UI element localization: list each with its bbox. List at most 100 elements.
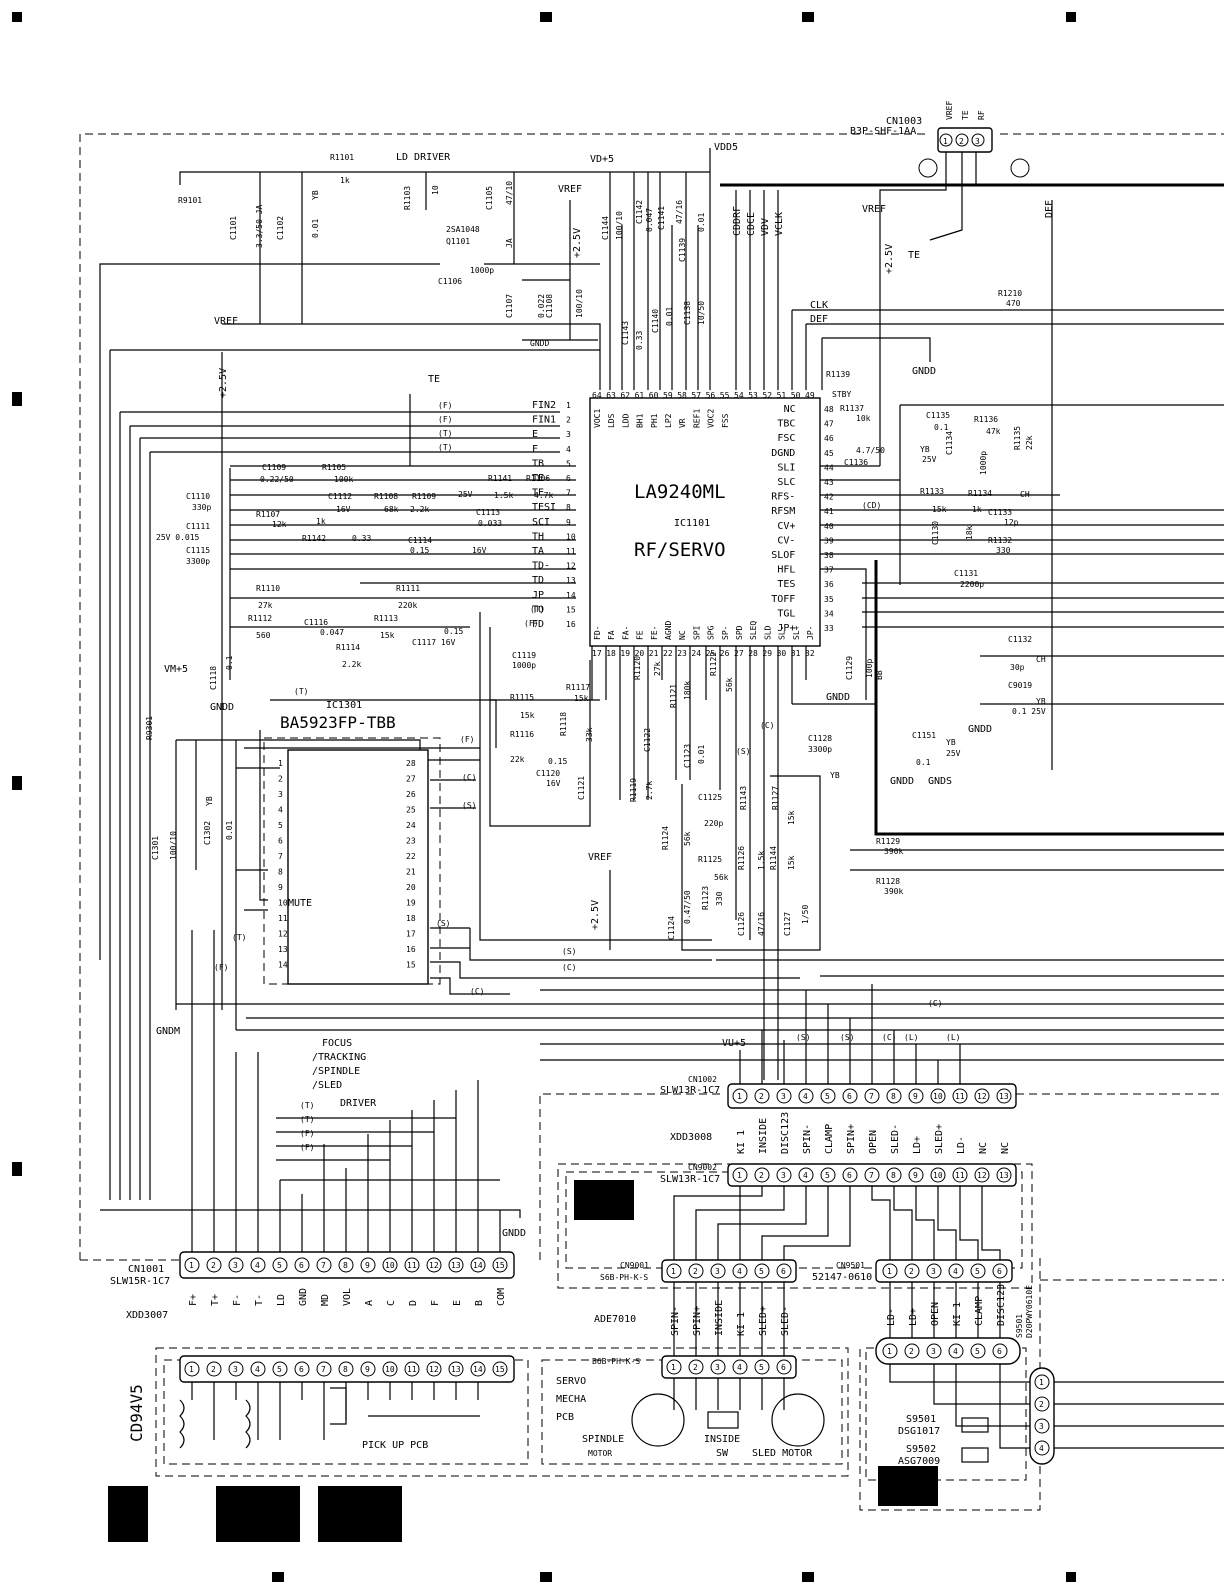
pickup-connector-pin [426, 1361, 442, 1377]
ic-pin-name: SLC [777, 477, 795, 488]
cn9001-pin [688, 1263, 704, 1279]
component-label: C1108 [545, 294, 554, 318]
s9501-part: D20PWY0610E [1025, 1285, 1034, 1338]
cn1001-pin-number: 10 [385, 1261, 395, 1270]
cn1002-pin [930, 1088, 946, 1104]
component-label: JA [505, 238, 514, 248]
cn1002-pin-number: 5 [825, 1092, 830, 1101]
ic-pin-number: 23 [677, 649, 687, 658]
component-label: 12p [1004, 518, 1019, 527]
pickup-connector-pin [470, 1361, 486, 1377]
cn1001-pin-number: 7 [321, 1261, 326, 1270]
ic-pin-number: 15 [566, 605, 576, 614]
s9501-pin [882, 1343, 898, 1359]
component-label: YB [311, 190, 320, 200]
pickup-connector-pin [404, 1361, 420, 1377]
cn1001-signal: A [364, 1300, 375, 1306]
sig-tag: (S) [840, 1033, 854, 1042]
driver-pin-number: 19 [406, 899, 416, 908]
component-label: R1123 [701, 886, 710, 910]
driver-pin-number: 13 [278, 945, 288, 954]
component-label: R1118 [559, 712, 568, 736]
ic-pin-number: 20 [635, 649, 645, 658]
cn1003-signal: RF [977, 110, 986, 120]
ic-pin-number: 45 [824, 449, 834, 458]
ic-pin-name: BH1 [636, 413, 645, 428]
component-label: C1118 [209, 666, 218, 690]
component-label: C1142 [635, 200, 644, 224]
component-label: 18k [965, 525, 974, 540]
desc-tracking: /TRACKING [312, 1052, 366, 1063]
ic-pin-name: SLD [763, 625, 772, 640]
servo-connector-pin [710, 1359, 726, 1375]
cn1002-pin-number: 3 [781, 1092, 786, 1101]
driver-pin-number: 22 [406, 852, 416, 861]
sig-tag: (F) [300, 1143, 314, 1152]
component-label: 0.33 [635, 331, 644, 350]
switch-s1-part: DSG1017 [898, 1426, 940, 1437]
rail-labels: VD+5 VDD5 LD DRIVER VREF VREF VREF VREF … [156, 142, 1055, 1239]
ic-pin-number: 21 [649, 649, 659, 658]
component-label: R1110 [256, 584, 280, 593]
pickup-connector-pin-number: 11 [407, 1365, 417, 1374]
sig-tag: (T) [294, 687, 308, 696]
bus-label: CDCE [746, 212, 757, 236]
pickup-connector-pin-number: 12 [429, 1365, 439, 1374]
component-label: R1125 [698, 855, 722, 864]
cn9501-signal: LD- [886, 1308, 897, 1326]
component-label: 15k [380, 631, 395, 640]
ic-part-number: LA9240ML [634, 481, 726, 503]
ic-pin-number: 12 [566, 562, 576, 571]
ic-pin-name: SPD [735, 625, 744, 640]
b6b-label: B6B-PH-K-S [592, 1357, 640, 1366]
component-label: 10k [856, 414, 871, 423]
sig-tag: (T) [300, 1115, 314, 1124]
pickup-connector-pin [382, 1361, 398, 1377]
ic-pin-name: TE [532, 488, 544, 499]
ic-pin-name: TBC [777, 419, 795, 430]
driver-pin-number: 2 [278, 775, 283, 784]
cn9001-pin-number: 4 [737, 1267, 742, 1276]
driver-ic-part: BA5923FP-TBB [280, 713, 396, 732]
switch-s2: S9502 [906, 1444, 936, 1455]
servo-connector-pin [666, 1359, 682, 1375]
component-label: 47/10 [505, 181, 514, 205]
cn9001-pin [666, 1263, 682, 1279]
desc-spindle: /SPINDLE [312, 1066, 360, 1077]
cn1001-pin-number: 15 [495, 1261, 505, 1270]
cn9002-pin-number: 10 [933, 1171, 943, 1180]
component-label: 0.1 [934, 423, 949, 432]
s9501-side-pin [1034, 1396, 1050, 1412]
driver-pin-number: 8 [278, 868, 283, 877]
driver-pin-number: 11 [278, 914, 288, 923]
component-label: 100/10 [169, 831, 178, 860]
component-label: 0.1 [225, 655, 234, 670]
driver-pin-number: 28 [406, 759, 416, 768]
component-label: C1106 [438, 277, 462, 286]
ic-pin-number: 41 [824, 507, 834, 516]
cn9001-signal: SPIN+ [692, 1306, 703, 1336]
cn9002-pin-number: 7 [869, 1171, 874, 1180]
component-label: R1101 [330, 153, 354, 162]
ic-pin-name: FD [532, 619, 544, 630]
driver-pin-number: 27 [406, 775, 416, 784]
component-label: 0.22/50 [260, 475, 294, 484]
ic1301-body [263, 737, 441, 985]
pickup-connector-pin-number: 5 [277, 1365, 282, 1374]
component-label: C1114 [408, 536, 432, 545]
sig-tag: (F) [438, 401, 452, 410]
component-label: 16V [546, 779, 561, 788]
cn9501-pin-number: 6 [997, 1267, 1002, 1276]
gndd-label-6: GNDD [890, 776, 914, 787]
component-label: 10/50 [697, 301, 706, 325]
cn1002-pin-number: 9 [913, 1092, 918, 1101]
ic-pin-number: 32 [805, 649, 815, 658]
ic-bottom-pins: 17FD-18FA19FA-20FE21FE-22AGND23NC24SPI25… [592, 621, 815, 658]
component-label: 0.33 [352, 534, 371, 543]
sig-tag: (S) [796, 1033, 810, 1042]
pickup-connector-pin-number: 9 [365, 1365, 370, 1374]
ic-pin-number: 9 [566, 518, 571, 527]
gndd-label-7: GNDD [502, 1228, 526, 1239]
component-label: 25V 0.015 [156, 533, 200, 542]
component-label: 2.2k [410, 505, 429, 514]
